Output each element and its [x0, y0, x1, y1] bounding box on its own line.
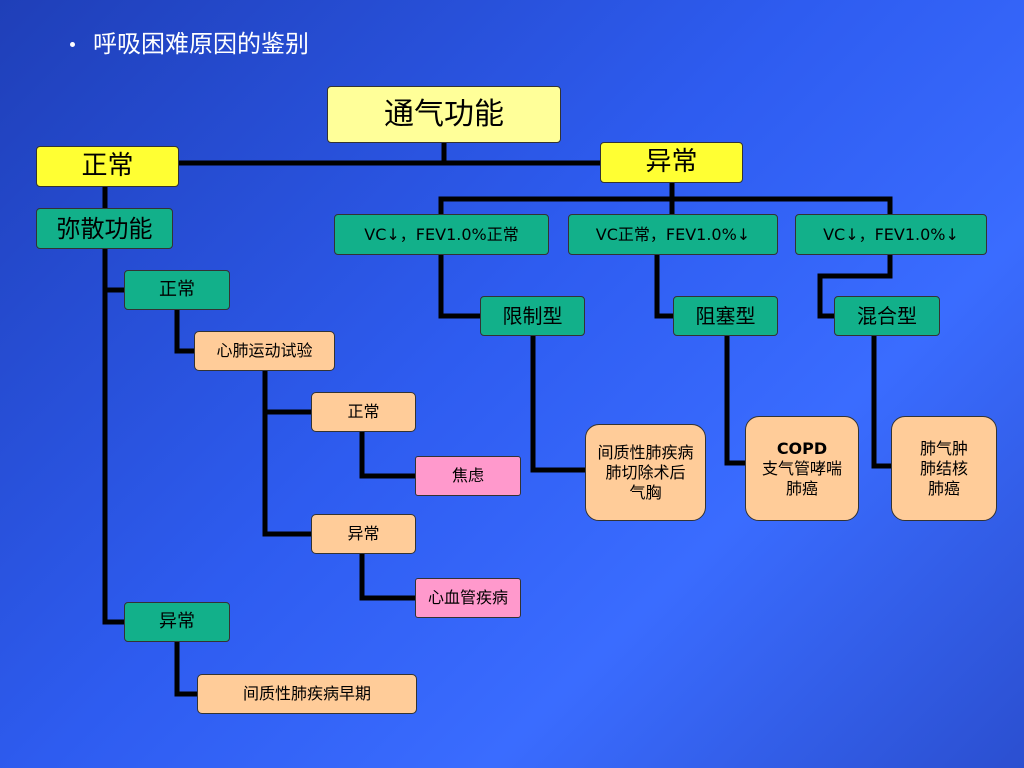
diffusion-normal-node: 正常 [124, 270, 230, 310]
obstructive-cause-3: 肺癌 [785, 478, 818, 498]
vc-down-fev-normal-node: VC↓，FEV1.0%正常 [334, 214, 549, 255]
diffusion-node: 弥散功能 [36, 208, 173, 249]
slide-title: 呼吸困难原因的鉴别 [70, 24, 309, 59]
obstructive-cause-2: 支气管哮喘 [761, 458, 842, 478]
vc-down-fev-down-label: VC↓，FEV1.0%↓ [823, 224, 959, 244]
mixed-cause-1: 肺气肿 [919, 438, 968, 458]
connector-restrictive-causes [530, 333, 588, 473]
early-interstitial-node: 间质性肺疾病早期 [197, 674, 417, 714]
early-interstitial-label: 间质性肺疾病早期 [242, 684, 371, 703]
test-abnormal-label: 异常 [347, 524, 380, 543]
obstructive-label: 阻塞型 [695, 303, 756, 328]
diffusion-abnormal-label: 异常 [159, 610, 195, 632]
vc-down-fev-normal-label: VC↓，FEV1.0%正常 [364, 224, 519, 244]
connector-testabnormal-cardio [359, 551, 418, 601]
connector-vc3-mixed [817, 252, 893, 319]
anxiety-label: 焦虑 [451, 466, 484, 485]
normal-top-label: 正常 [81, 151, 134, 182]
restrictive-node: 限制型 [480, 296, 585, 336]
obstructive-cause-1: COPD [776, 438, 828, 458]
test-abnormal-node: 异常 [311, 514, 416, 554]
connector-diffusion-trunk [102, 246, 127, 625]
connector-testnormal-anxiety [359, 429, 418, 479]
vc-down-fev-down-node: VC↓，FEV1.0%↓ [795, 214, 987, 255]
obstructive-node: 阻塞型 [673, 296, 778, 336]
connector-diffnormal-test [174, 307, 197, 354]
connector-diffabnormal-early [174, 639, 200, 697]
connector-test-trunk [262, 368, 314, 537]
restrictive-cause-3: 气胸 [629, 482, 662, 502]
restrictive-causes-node: 间质性肺疾病 肺切除术后 气胸 [585, 424, 706, 521]
connector-ventilation [175, 140, 447, 166]
restrictive-label: 限制型 [502, 303, 563, 328]
cardiopulmonary-test-label: 心肺运动试验 [216, 341, 313, 360]
cardiopulmonary-test-node: 心肺运动试验 [194, 331, 335, 371]
cardiovascular-label: 心血管疾病 [427, 588, 508, 607]
vc-normal-fev-down-label: VC正常，FEV1.0%↓ [595, 224, 751, 244]
diffusion-abnormal-node: 异常 [124, 602, 230, 642]
diffusion-label: 弥散功能 [56, 214, 153, 243]
mixed-causes-node: 肺气肿 肺结核 肺癌 [891, 416, 997, 521]
test-normal-label: 正常 [347, 402, 380, 421]
cardiovascular-node: 心血管疾病 [415, 578, 521, 618]
slide-title-text: 呼吸困难原因的鉴别 [93, 30, 309, 58]
restrictive-cause-1: 间质性肺疾病 [597, 442, 694, 462]
anxiety-node: 焦虑 [415, 456, 521, 496]
connector-vc1-restrictive [438, 252, 483, 319]
connector-mixed-causes [871, 333, 894, 469]
abnormal-top-label: 异常 [645, 147, 698, 178]
abnormal-top-node: 异常 [600, 142, 743, 183]
mixed-cause-2: 肺结核 [919, 458, 968, 478]
obstructive-causes-node: COPD 支气管哮喘 肺癌 [745, 416, 859, 521]
vc-normal-fev-down-node: VC正常，FEV1.0%↓ [568, 214, 778, 255]
mixed-cause-3: 肺癌 [927, 478, 960, 498]
test-normal-node: 正常 [311, 392, 416, 432]
restrictive-cause-2: 肺切除术后 [605, 462, 686, 482]
connector-vc2-obstructive [654, 252, 676, 319]
ventilation-label: 通气功能 [384, 96, 504, 132]
connector-obstructive-causes [724, 333, 748, 466]
normal-top-node: 正常 [36, 146, 179, 187]
bullet-icon [70, 42, 75, 47]
mixed-label: 混合型 [857, 303, 917, 328]
diffusion-normal-label: 正常 [159, 278, 195, 300]
mixed-node: 混合型 [834, 296, 940, 336]
ventilation-node: 通气功能 [327, 86, 561, 143]
